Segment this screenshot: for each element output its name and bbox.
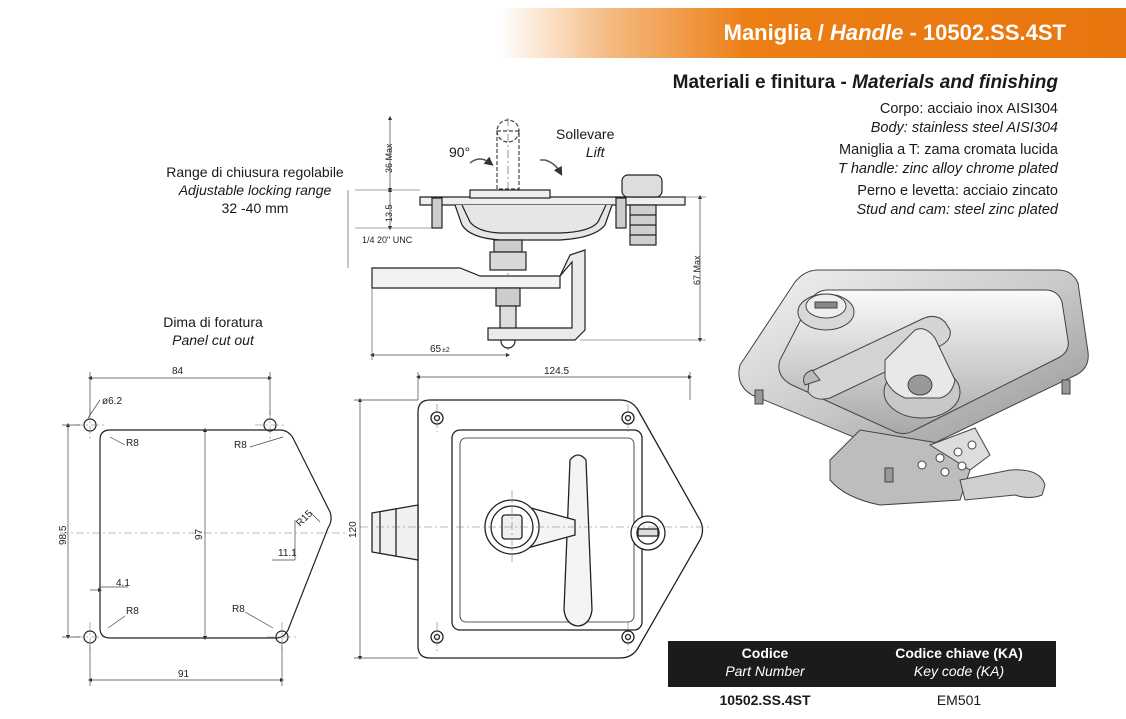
page-title: Maniglia / Handle - 10502.SS.4ST [724,8,1066,58]
range-it: Range di chiusura regolabile [166,164,344,180]
side-view-dim-labels: 36 Max 13.5 1/4 20" UNC 67 Max 65 ±2 [362,143,702,355]
cutout-label: Dima di foratura Panel cut out [108,313,318,349]
title-main: Maniglia / [723,20,830,45]
cutout-it: Dima di foratura [163,314,263,330]
dim-height: 120 [348,521,359,538]
material-line-it: Corpo: acciaio inox AISI304 [879,101,1058,117]
dim-r8-br: R8 [232,604,245,615]
dim-thread: 1/4 20" UNC [362,235,413,245]
cutout-en: Panel cut out [172,332,254,348]
material-line-en: Body: stainless steel AISI304 [870,120,1058,136]
lift-it: Sollevare [556,126,615,142]
code-table-header: Codice Part Number Codice chiave (KA) Ke… [668,641,1056,687]
code-table: Codice Part Number Codice chiave (KA) Ke… [668,641,1056,713]
dim-r8-tr: R8 [234,440,247,451]
front-view-dim-labels: 124.5 120 [348,366,569,538]
front-view [354,372,710,661]
dim-width: 124.5 [544,366,569,377]
material-line-en: Stud and cam: steel zinc plated [856,202,1058,218]
rotation-angle-label: 90° [449,144,471,160]
header-key-code: Codice chiave (KA) Key code (KA) [862,641,1056,687]
key-code-value: EM501 [936,692,982,708]
title-italic: Handle [829,20,904,45]
dim-hole: ø6.2 [102,396,122,407]
range-value: 32 -40 mm [221,200,289,216]
material-line-it: Perno e levetta: acciaio zincato [857,183,1058,199]
lift-label: Sollevare Lift [556,125,614,161]
product-render [738,269,1089,506]
dim-65-tol: ±2 [442,347,450,354]
header-band [500,8,1126,58]
side-view [347,115,706,360]
header-key-code-en: Key code (KA) [913,663,1005,679]
header-part-number-it: Codice [741,645,789,661]
cutout-dim-labels: 84 91 98.5 97 ø6.2 R8 R8 R8 R8 R15 11.1 … [58,366,315,680]
lift-en: Lift [585,144,605,160]
dim-r8-bl: R8 [126,606,139,617]
dim-36: 36 Max [384,143,394,173]
locking-range-label: Range di chiusura regolabile Adjustable … [150,163,360,217]
header-key-code-it: Codice chiave (KA) [895,645,1023,661]
dim-91: 91 [178,669,190,680]
dim-r15: R15 [294,508,315,529]
table-row: 10502.SS.4ST EM501 [668,687,1056,713]
dim-84: 84 [172,366,184,377]
header-part-number-en: Part Number [725,663,805,679]
material-line-it: Maniglia a T: zama cromata lucida [839,142,1058,158]
dim-98: 98.5 [58,525,69,545]
range-en: Adjustable locking range [178,182,332,198]
materials-block: Materiali e finitura - Materials and fin… [673,72,1058,220]
part-number-value: 10502.SS.4ST [719,692,811,708]
dim-4: 4.1 [116,578,130,589]
materials-title-italic: Materials and finishing [852,72,1058,93]
header-part-number: Codice Part Number [668,641,862,687]
material-line-en: T handle: zinc alloy chrome plated [837,161,1058,177]
dim-65: 65 [430,344,442,355]
materials-title-main: Materiali e finitura - [672,72,853,93]
dim-67: 67 Max [692,255,702,285]
dim-97: 97 [194,528,205,540]
panel-cutout [60,372,345,686]
dim-13: 13.5 [384,204,394,222]
title-code: - 10502.SS.4ST [903,20,1066,45]
dim-r8-tl: R8 [126,438,139,449]
dim-11: 11.1 [278,548,297,559]
materials-title: Materiali e finitura - Materials and fin… [673,72,1058,94]
